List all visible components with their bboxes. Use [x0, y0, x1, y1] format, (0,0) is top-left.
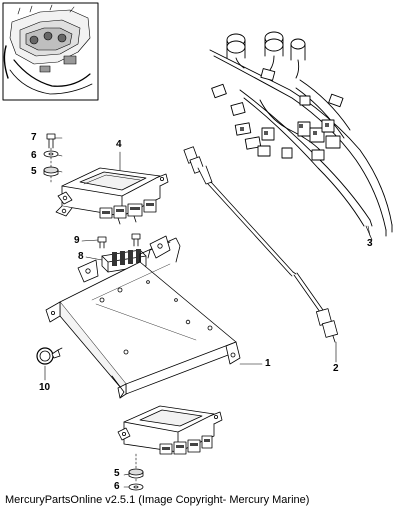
mounting-bracket[interactable]	[45, 235, 241, 399]
ecm-module-lower[interactable]	[117, 405, 223, 455]
callout-8: 8	[78, 251, 84, 262]
callout-5-upper: 5	[31, 166, 37, 177]
callout-10: 10	[39, 382, 51, 393]
callout-6-upper: 6	[31, 150, 37, 161]
callout-7: 7	[31, 132, 37, 143]
grommet-5-upper[interactable]	[43, 166, 59, 177]
callout-1: 1	[265, 358, 271, 369]
callout-5-lower: 5	[114, 468, 120, 479]
callout-4: 4	[116, 139, 122, 150]
leader-lines	[44, 137, 371, 488]
ecm-module-upper[interactable]	[55, 167, 169, 225]
washer-6-lower[interactable]	[128, 483, 144, 491]
callout-6-lower: 6	[114, 481, 120, 492]
callout-3: 3	[367, 238, 373, 249]
bolt-9[interactable]	[97, 233, 141, 249]
washer-6-upper[interactable]	[43, 150, 59, 158]
bolt-7[interactable]	[46, 133, 56, 149]
cable-clip-10[interactable]	[36, 347, 63, 365]
grommet-5-lower[interactable]	[128, 468, 144, 479]
callout-2: 2	[333, 363, 339, 374]
jumper-cable[interactable]	[183, 146, 339, 343]
copyright-caption: MercuryPartsOnline v2.5.1 (Image Copyrig…	[5, 494, 310, 506]
engine-thumbnail-inset[interactable]	[2, 2, 99, 101]
wiring-harness[interactable]	[209, 31, 393, 241]
callout-9: 9	[74, 235, 80, 246]
